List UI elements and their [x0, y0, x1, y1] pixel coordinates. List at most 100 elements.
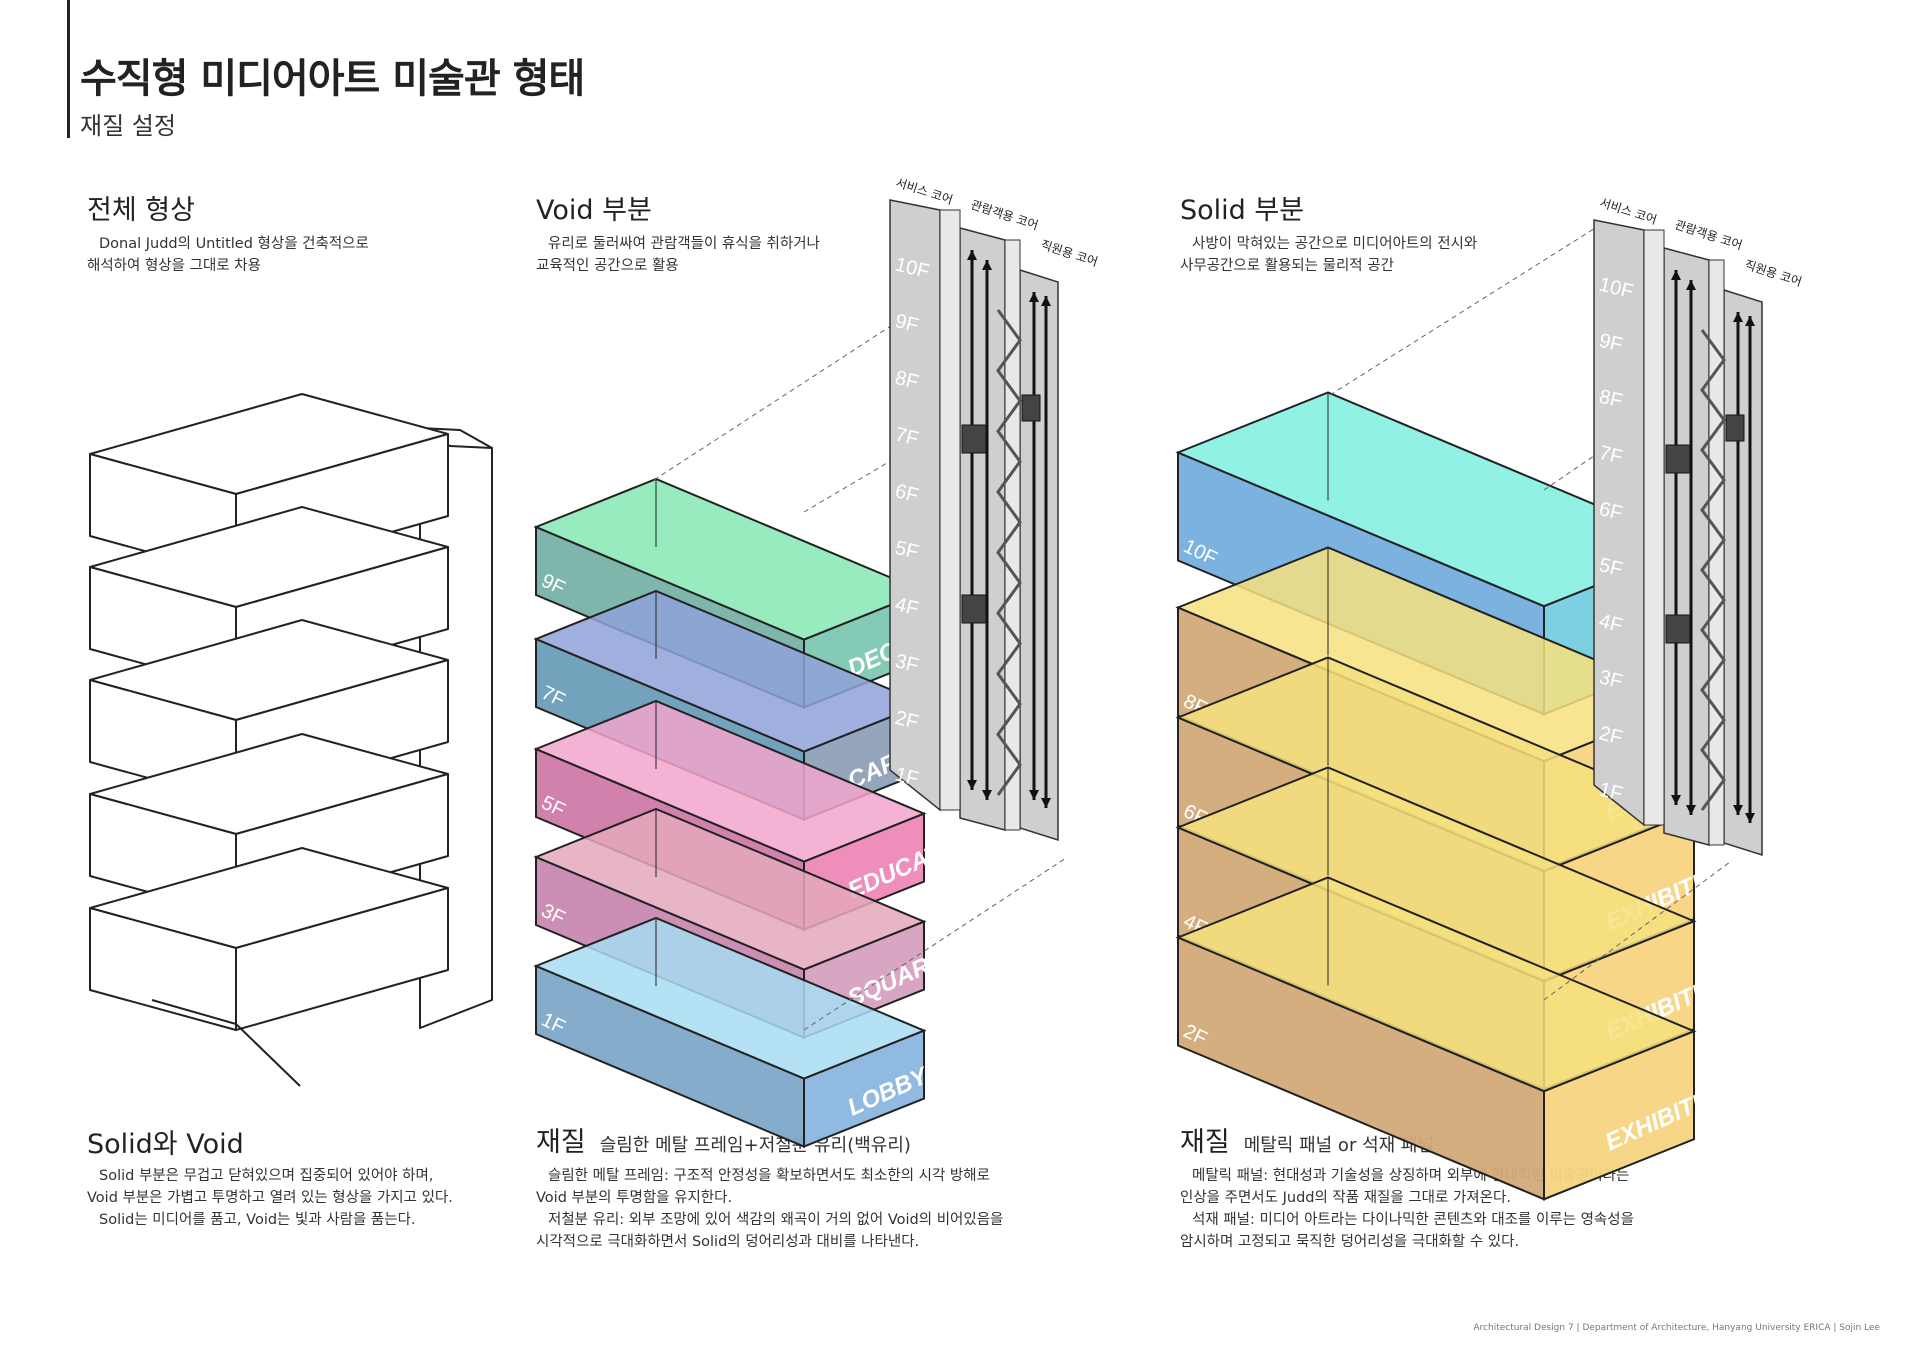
elevator-arrow-up — [1029, 292, 1039, 302]
elevator-cab — [1725, 414, 1745, 442]
projection-line — [803, 857, 1067, 1031]
core-label: 직원용 코어 — [1743, 258, 1803, 290]
solid-material-desc-line: 인상을 주면서도 Judd의 작품 재질을 그대로 가져온다. — [1180, 1190, 1511, 1206]
projection-line — [653, 319, 901, 481]
elevator-arrow-up — [1733, 312, 1743, 322]
elevator-arrow-down — [982, 790, 992, 800]
elevator-arrow-up — [1041, 296, 1051, 306]
solid-material-subtitle: 메탈릭 패널 or 석재 패널 — [1243, 1135, 1435, 1156]
solid-material-title: 재질 — [1180, 1127, 1230, 1158]
void-desc: 유리로 둘러싸여 관람객들이 휴식을 취하거나 교육적인 공간으로 활용 — [536, 234, 820, 278]
page-title: 수직형 미디어아트 미술관 형태 — [80, 56, 585, 102]
overall-desc-line: 해석하여 형상을 그대로 차용 — [87, 258, 261, 274]
core-visitor-shaft — [1663, 247, 1710, 846]
solid-void-desc-line: Solid 부분은 무겁고 닫혀있으며 집중되어 있어야 하며, — [99, 1168, 434, 1184]
massing-block-front — [235, 887, 449, 1031]
stair-zigzag — [996, 309, 1022, 796]
elevator-cab — [1021, 394, 1041, 422]
core-staff-shaft — [1723, 288, 1763, 857]
projection-line — [1543, 861, 1731, 1001]
solid-floor-stack: 10FOFFICE8FEXHIBITION6FEXHIBITION4FEXHIB… — [1175, 224, 1738, 1201]
elevator-cab — [961, 424, 987, 454]
elevator-arrow-up — [967, 250, 977, 260]
void-desc-line: 교육적인 공간으로 활용 — [536, 258, 679, 274]
core-service-face — [1643, 229, 1665, 826]
solid-material-desc-line: 석재 패널: 미디어 아트라는 다이나믹한 콘텐츠와 대조를 이루는 영속성을 — [1192, 1212, 1634, 1228]
core-label: 관람객용 코어 — [969, 198, 1040, 233]
projection-line — [803, 419, 961, 513]
core-floor-label: 9F — [893, 310, 921, 337]
core-floor-label: 6F — [893, 480, 921, 507]
elevator-cab — [1665, 614, 1691, 644]
solid-plate-top — [1175, 876, 1697, 1093]
elevator-arrow-down — [1686, 805, 1696, 815]
solid-void-heading: Solid와 Void — [87, 1129, 244, 1160]
core-service-face — [939, 209, 961, 811]
core-floor-label: 2F — [893, 707, 921, 734]
core-floor-label: 7F — [1597, 442, 1625, 469]
overall-heading: 전체 형상 — [87, 195, 195, 226]
core-floor-label: 8F — [1597, 386, 1625, 413]
core-floor-label: 3F — [893, 650, 921, 677]
core-label: 관람객용 코어 — [1673, 218, 1744, 253]
overall-desc-line: Donal Judd의 Untitled 형상을 건축적으로 — [99, 236, 369, 252]
solid-void-desc: Solid 부분은 무겁고 닫혀있으며 집중되어 있어야 하며, Void 부분… — [87, 1166, 453, 1232]
void-material-title: 재질 — [536, 1127, 586, 1158]
elevator-cab — [961, 594, 987, 624]
void-plate-top — [533, 699, 927, 863]
solid-material-desc-line: 암시하며 고정되고 묵직한 덩어리성을 극대화할 수 있다. — [1180, 1234, 1520, 1250]
void-material-desc-line: 저철분 유리: 외부 조망에 있어 색감의 왜곡이 거의 없어 Void의 비어… — [548, 1212, 1004, 1228]
solid-desc-line: 사방이 막혀있는 공간으로 미디어아트의 전시와 — [1192, 236, 1478, 252]
elevator-cab — [1665, 444, 1691, 474]
page-subtitle: 재질 설정 — [80, 112, 176, 140]
void-material-heading: 재질 슬림한 메탈 프레임+저철분 유리(백유리) — [536, 1120, 911, 1159]
solid-void-desc-line: Void 부분은 가볍고 투명하고 열려 있는 형상을 가지고 있다. — [87, 1190, 453, 1206]
core-label: 직원용 코어 — [1039, 238, 1099, 270]
core-staff-shaft — [1019, 268, 1059, 842]
solid-void-desc-line: Solid는 미디어를 품고, Void는 빛과 사람을 품는다. — [99, 1212, 416, 1228]
elevator-arrow-down — [967, 780, 977, 790]
elevator-arrow-up — [982, 260, 992, 270]
void-material-desc-line: 슬림한 메탈 프레임: 구조적 안정성을 확보하면서도 최소한의 시각 방해로 — [548, 1168, 990, 1184]
core-floor-label: 9F — [1597, 330, 1625, 357]
solid-heading: Solid 부분 — [1180, 195, 1305, 226]
solid-desc-line: 사무공간으로 활용되는 물리적 공간 — [1180, 258, 1394, 274]
elevator-arrow-down — [1029, 790, 1039, 800]
void-material-desc: 슬림한 메탈 프레임: 구조적 안정성을 확보하면서도 최소한의 시각 방해로 … — [536, 1166, 1003, 1254]
elevator-arrow-up — [1686, 280, 1696, 290]
overall-massing-drawing — [89, 393, 493, 1087]
solid-material-desc: 메탈릭 패널: 현대성과 기술성을 상징하며 외부에 현대적인 미술관이라는 인… — [1180, 1166, 1634, 1254]
stair-zigzag — [1700, 329, 1726, 811]
void-heading: Void 부분 — [536, 195, 652, 226]
elevator-arrow-down — [1671, 795, 1681, 805]
massing-base-line — [151, 999, 301, 1087]
void-plate-top — [533, 807, 927, 971]
core-visitor-shaft — [959, 227, 1006, 831]
solid-desc: 사방이 막혀있는 공간으로 미디어아트의 전시와 사무공간으로 활용되는 물리적… — [1180, 234, 1477, 278]
solid-material-heading: 재질 메탈릭 패널 or 석재 패널 — [1180, 1120, 1434, 1159]
elevator-arrow-down — [1733, 805, 1743, 815]
core-floor-label: 6F — [1597, 498, 1625, 525]
void-plate-top — [533, 916, 927, 1080]
core-floor-label: 1F — [893, 764, 921, 791]
void-material-desc-line: 시각적으로 극대화하면서 Solid의 덩어리성과 대비를 나타낸다. — [536, 1234, 920, 1250]
void-material-subtitle: 슬림한 메탈 프레임+저철분 유리(백유리) — [599, 1135, 911, 1156]
elevator-arrow-down — [1745, 813, 1755, 823]
core-floor-label: 4F — [893, 594, 921, 621]
title-rule — [67, 0, 70, 138]
void-material-desc-line: Void 부분의 투명함을 유지한다. — [536, 1190, 733, 1206]
core-floor-label: 3F — [1597, 666, 1625, 693]
core-floor-label: 5F — [1597, 554, 1625, 581]
core-floor-label: 7F — [893, 424, 921, 451]
core-floor-label: 5F — [893, 537, 921, 564]
elevator-arrow-up — [1745, 316, 1755, 326]
projection-line — [1329, 224, 1601, 396]
core-floor-label: 1F — [1597, 779, 1625, 806]
core-floor-label: 2F — [1597, 722, 1625, 749]
footer-credit: Architectural Design 7 | Department of A… — [1473, 1323, 1880, 1333]
elevator-arrow-down — [1041, 798, 1051, 808]
